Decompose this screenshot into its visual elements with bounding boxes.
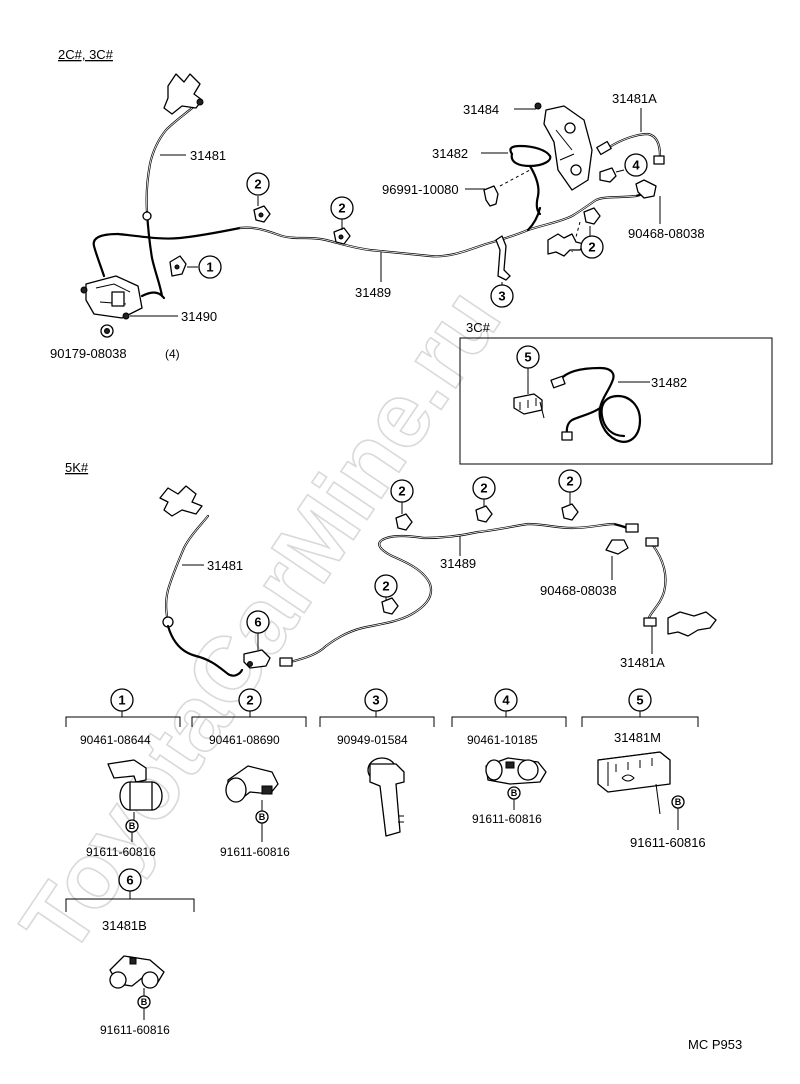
svg-text:6: 6 xyxy=(254,615,261,630)
axle-bracket-31484 xyxy=(534,102,593,191)
callout-6-bottom: 6 xyxy=(246,610,270,634)
callout-2-bottom-b: 2 xyxy=(472,476,496,500)
svg-text:B: B xyxy=(141,997,148,1007)
callout-2-top-b: 2 xyxy=(330,196,354,220)
brake-tube-31489-bottom xyxy=(279,522,639,667)
clip-90468-bottom xyxy=(605,539,629,555)
label-31490: 31490 xyxy=(181,309,217,324)
detail-3-part: 90949-01584 xyxy=(337,733,408,747)
svg-text:2: 2 xyxy=(480,481,487,496)
detail-4: 4 90461-10185 B 91611-60816 xyxy=(451,688,567,826)
label-31481-top: 31481 xyxy=(190,148,226,163)
svg-text:2: 2 xyxy=(246,693,253,708)
detail-2: 2 90461-08690 B 91611-60816 xyxy=(191,688,307,859)
detail-2-part: 90461-08690 xyxy=(209,733,280,747)
detail-1-bolt: 91611-60816 xyxy=(86,845,156,859)
brake-hose-31481-bottom xyxy=(159,485,244,677)
callout-1-top: 1 xyxy=(198,255,222,279)
svg-text:4: 4 xyxy=(502,693,510,708)
svg-text:2: 2 xyxy=(566,474,573,489)
svg-text:B: B xyxy=(129,821,136,831)
svg-text:B: B xyxy=(259,812,266,822)
detail-5: 5 31481M B 91611-60816 xyxy=(581,688,706,850)
svg-text:5: 5 xyxy=(524,350,531,365)
brake-hose-31481A-top xyxy=(596,132,665,165)
section-label-bottom: 5K# xyxy=(65,460,89,475)
svg-text:1: 1 xyxy=(206,260,213,275)
brake-tube-31482-inset xyxy=(550,366,642,443)
detail-2-bolt: 91611-60816 xyxy=(220,845,290,859)
detail-6: 6 31481B B 91611-60816 xyxy=(65,868,195,1037)
svg-text:1: 1 xyxy=(118,693,125,708)
svg-text:2: 2 xyxy=(398,484,405,499)
detail-6-part: 31481B xyxy=(102,918,147,933)
label-31481A-top: 31481A xyxy=(612,91,657,106)
brake-hose-31481A-bottom xyxy=(643,537,717,637)
valve-31490 xyxy=(80,226,242,320)
clamp-1-top xyxy=(169,255,187,277)
svg-text:2: 2 xyxy=(382,579,389,594)
detail-1: 1 90461-08644 B 91611-60816 xyxy=(65,688,181,859)
clamp-2-bottom xyxy=(381,503,579,615)
clamp-2-top-b xyxy=(333,227,351,245)
brake-hose-31481-top xyxy=(142,73,204,298)
callout-2-bottom-c: 2 xyxy=(558,469,582,493)
label-31481-bottom: 31481 xyxy=(207,558,243,573)
svg-text:5: 5 xyxy=(636,693,643,708)
svg-text:2: 2 xyxy=(588,240,595,255)
nut-90179 xyxy=(100,324,114,338)
callout-2-bottom-d: 2 xyxy=(374,574,398,598)
svg-text:6: 6 xyxy=(126,873,133,888)
clip-4-top xyxy=(599,167,617,183)
detail-4-part: 90461-10185 xyxy=(467,733,538,747)
clip-5-inset xyxy=(513,393,545,419)
svg-text:B: B xyxy=(675,797,682,807)
leaders-top xyxy=(130,108,661,317)
body-mount-top xyxy=(547,233,585,257)
svg-text:B: B xyxy=(511,788,518,798)
footer-code: MC P953 xyxy=(688,1037,742,1052)
svg-text:4: 4 xyxy=(632,158,640,173)
section-label-top: 2C#, 3C# xyxy=(58,47,114,62)
clip-96991 xyxy=(483,185,499,207)
clamp-6-bottom xyxy=(243,649,271,669)
label-31489-bottom: 31489 xyxy=(440,556,476,571)
clip-90468-top xyxy=(635,179,657,199)
svg-text:3: 3 xyxy=(372,693,379,708)
callout-2-top-c: 2 xyxy=(580,235,604,259)
detail-4-bolt: 91611-60816 xyxy=(472,812,542,826)
callout-3-top: 3 xyxy=(490,284,514,308)
brake-tube-31489-top xyxy=(238,188,654,258)
callout-4-top: 4 xyxy=(624,153,648,177)
label-31489-top: 31489 xyxy=(355,285,391,300)
label-31482-top: 31482 xyxy=(432,146,468,161)
label-90179: 90179-08038 xyxy=(50,346,127,361)
brake-tube-31482-top xyxy=(499,144,552,216)
detail-5-bolt: 91611-60816 xyxy=(630,835,706,850)
section-label-inset: 3C# xyxy=(466,320,491,335)
svg-text:2: 2 xyxy=(338,201,345,216)
label-90468-bottom: 90468-08038 xyxy=(540,583,617,598)
callout-2-bottom-a: 2 xyxy=(390,479,414,503)
label-31484: 31484 xyxy=(463,102,499,117)
detail-3: 3 90949-01584 xyxy=(319,688,435,837)
svg-text:3: 3 xyxy=(498,289,505,304)
clamp-2-top-a xyxy=(253,205,271,223)
label-90179-qty: (4) xyxy=(165,347,180,361)
callout-2-top-a: 2 xyxy=(246,172,270,196)
label-96991: 96991-10080 xyxy=(382,182,459,197)
svg-text:2: 2 xyxy=(254,177,261,192)
label-31481A-bottom: 31481A xyxy=(620,655,665,670)
clamp-3-top xyxy=(495,235,511,281)
label-31482-inset: 31482 xyxy=(651,375,687,390)
label-90468-top: 90468-08038 xyxy=(628,226,705,241)
detail-5-part: 31481M xyxy=(614,730,661,745)
inset-box xyxy=(459,337,773,465)
callout-5-inset: 5 xyxy=(516,345,540,369)
detail-1-part: 90461-08644 xyxy=(80,733,151,747)
detail-6-bolt: 91611-60816 xyxy=(100,1023,170,1037)
